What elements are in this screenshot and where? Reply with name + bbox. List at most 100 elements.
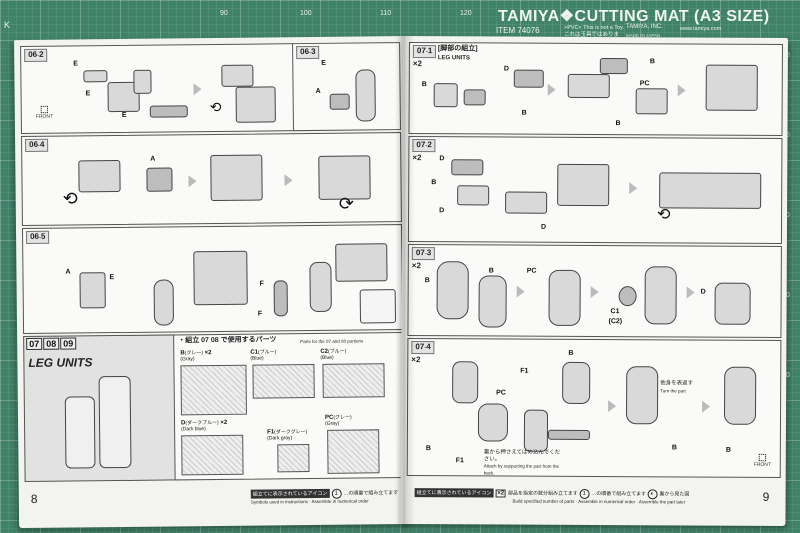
runner-label-d: D(ダークブルー) ×2(Dark blue) (181, 419, 228, 433)
part-drawing (548, 269, 581, 326)
runner-b-drawing (180, 364, 247, 416)
part-label: B (568, 349, 574, 357)
part-drawing (567, 73, 610, 99)
part-drawing (235, 86, 276, 123)
icon-legend-en: Build specified number of parts · Assemb… (512, 498, 686, 505)
part-label: B (615, 120, 621, 128)
part-drawing (309, 261, 332, 313)
part-label: PC (496, 389, 506, 397)
step-arrow-icon (686, 286, 695, 299)
part-drawing (723, 366, 757, 425)
part-drawing (505, 191, 548, 214)
part-drawing (335, 243, 388, 282)
right-page: 07-1 [脚部の組立] LEG UNITS ×2 B D B B PC B (400, 36, 788, 527)
part-drawing (149, 105, 188, 118)
part-drawing (659, 172, 762, 209)
step-number: 07-3 (411, 247, 436, 261)
ruler-top-label: 100 (300, 10, 312, 17)
step-number: 06-2 (24, 48, 48, 62)
part-drawing (644, 266, 677, 325)
step-number: 07-2 (412, 139, 436, 153)
instruction-booklet: 06-2 E E E ⬚FRONT ⟲ 06-3 E A (14, 36, 788, 529)
part-drawing (705, 64, 758, 111)
step-arrow-icon (547, 83, 556, 96)
page-number: 9 (762, 489, 770, 504)
part-label: B (725, 446, 731, 454)
rotate-arrow-icon: ⟲ (62, 188, 78, 209)
part-drawing (433, 83, 458, 108)
part-drawing (635, 88, 668, 115)
step-arrow-icon (590, 285, 599, 299)
runner-pc-drawing (327, 429, 380, 474)
mat-maker: TAMIYA, INC. (626, 24, 663, 30)
part-drawing (146, 167, 173, 192)
mat-brand-logo: TAMIYA❖CUTTING MAT (A3 SIZE) (498, 8, 770, 25)
part-label: B (521, 109, 527, 117)
turn-note-en: Turn the part (660, 388, 686, 394)
front-direction-icon: ⬚FRONT (753, 451, 772, 468)
part-drawing (523, 409, 549, 452)
part-label: F1 (455, 457, 464, 465)
step-arrow-icon (677, 84, 686, 97)
step-arrow-icon (608, 400, 617, 413)
runner-label-b: B(グレー) ×2(Gray) (180, 350, 212, 363)
part-drawing (625, 366, 659, 425)
part-label: A (315, 87, 321, 95)
section-title: LEG UNITS (28, 355, 93, 370)
step-panel-06-5: 06-5 A E F F (21, 224, 404, 335)
part-label: F (259, 280, 264, 288)
step-number: 06-5 (26, 230, 50, 244)
part-drawing (329, 93, 350, 110)
part-label: D (439, 155, 445, 163)
attach-note-en: Attach by supporting the part from the b… (483, 463, 560, 475)
left-page: 06-2 E E E ⬚FRONT ⟲ 06-3 E A (14, 36, 412, 529)
detail-inset (359, 289, 397, 324)
step-arrow-icon (193, 83, 202, 96)
part-drawing (273, 280, 288, 317)
step-panel-07-2: 07-2 ×2 D B D D ⟲ (407, 136, 783, 244)
part-label: B (425, 445, 431, 453)
runner-c2-drawing (322, 363, 385, 398)
runner-label-c1: C1(ブルー)(Blue) (250, 349, 277, 362)
part-label: PC (526, 267, 537, 275)
part-drawing (83, 70, 108, 83)
part-drawing (193, 250, 248, 306)
part-label: PC (639, 80, 650, 88)
part-label: E (85, 90, 91, 98)
step-panel-06-3: 06-3 E A (292, 42, 401, 132)
part-label: E (109, 274, 115, 282)
part-drawing (557, 163, 610, 207)
part-label: B (671, 444, 677, 452)
step-panel-06-4: 06-4 A ⟲ ⟳ (21, 132, 402, 227)
part-label: B (424, 277, 430, 285)
step-number: 07-1 (412, 45, 437, 59)
part-label: (C2) (608, 318, 623, 326)
ruler-top-label: 90 (220, 10, 228, 17)
part-drawing (618, 286, 637, 307)
icon-legend-en: Symbols used in instructions · Assemble … (250, 498, 369, 505)
part-label: D (700, 288, 706, 296)
booklet-spine (395, 36, 415, 524)
part-drawing (562, 361, 591, 404)
part-label: D (439, 207, 445, 215)
part-label: E (73, 60, 78, 68)
part-drawing (78, 159, 121, 193)
rotate-arrow-icon: ⟲ (657, 206, 671, 224)
turn-note: 他身を表返す (660, 380, 694, 387)
part-label: E (321, 59, 326, 67)
part-label: B (421, 81, 427, 89)
part-drawing (221, 64, 254, 87)
mat-website: www.tamiya.com (680, 26, 722, 32)
part-drawing (153, 279, 175, 326)
leg-render-image (98, 375, 132, 469)
part-label: B (649, 58, 655, 66)
ruler-top-label: 120 (460, 10, 472, 17)
rotate-arrow-icon: ⟳ (338, 193, 354, 214)
part-drawing (355, 69, 376, 122)
part-drawing (478, 275, 507, 328)
part-label: B (431, 179, 437, 187)
part-drawing (714, 282, 751, 325)
